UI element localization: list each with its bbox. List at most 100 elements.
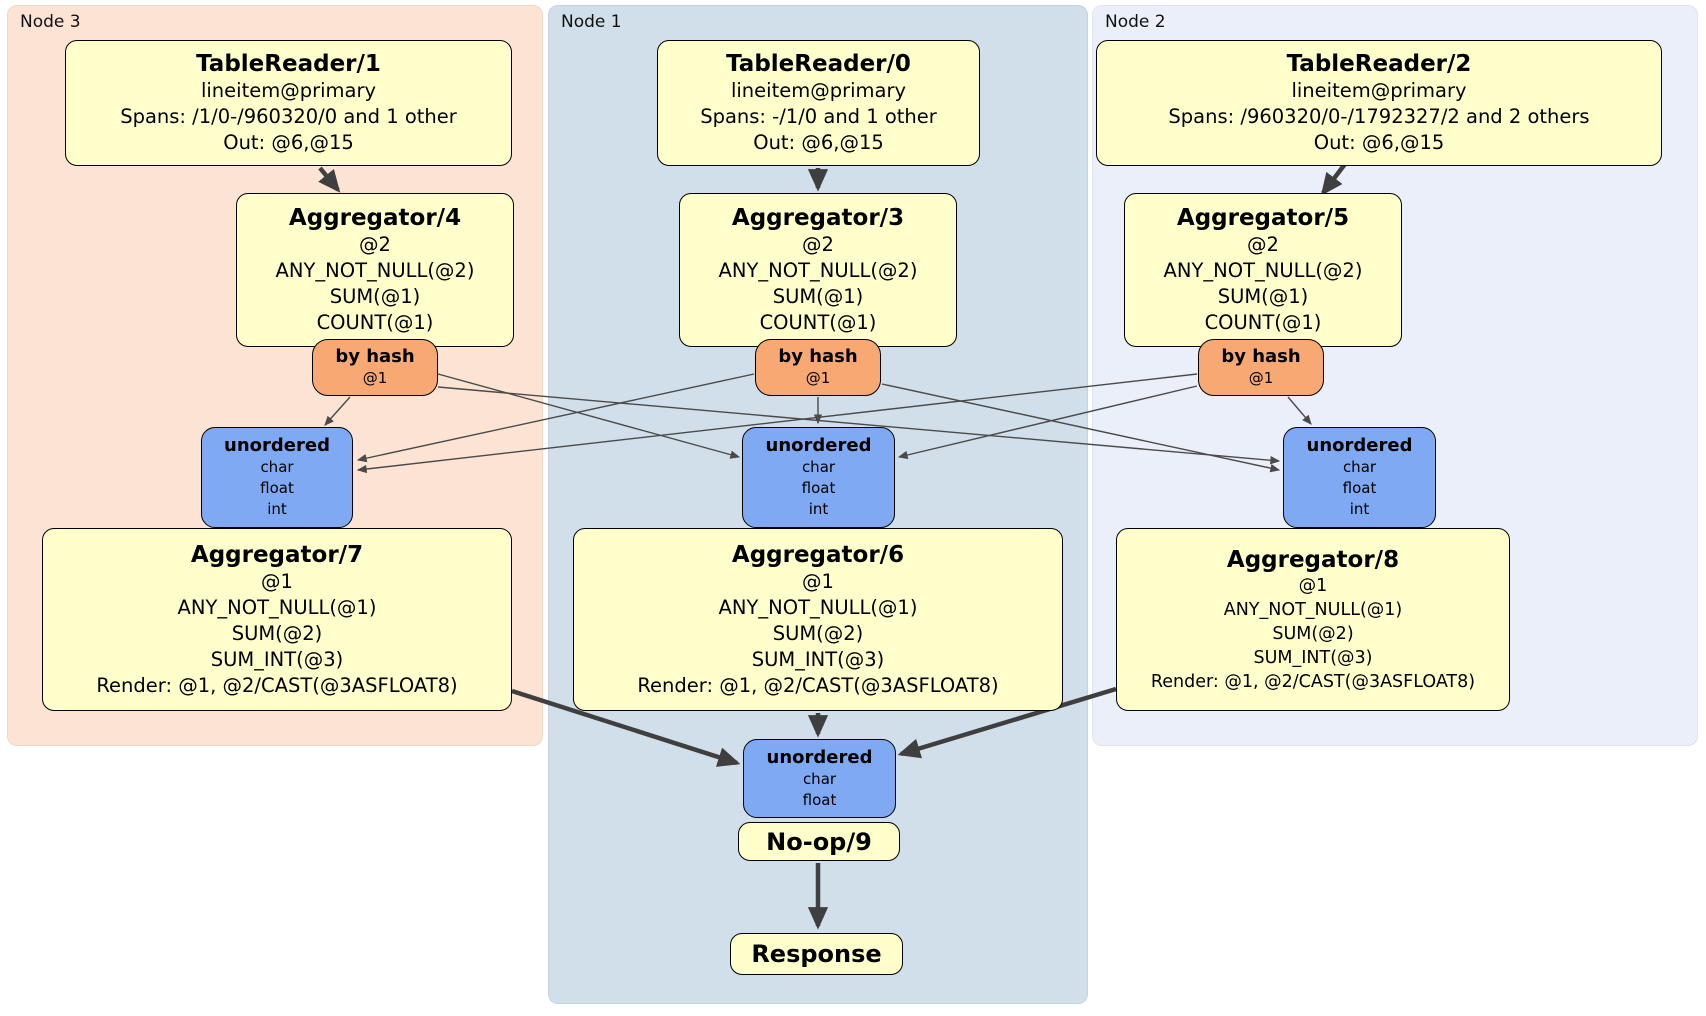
processor-response: Response [730, 933, 903, 975]
sync-column-type: char [802, 769, 837, 788]
processor-title: No-op/9 [766, 827, 872, 856]
processor-title: Aggregator/3 [731, 205, 905, 231]
processor-detail: lineitem@primary [1291, 79, 1467, 102]
sync-column-type: int [808, 500, 829, 518]
sync-column-type: char [260, 458, 294, 476]
router-detail: @1 [805, 369, 831, 387]
processor-detail: Spans: /1/0-/960320/0 and 1 other [120, 105, 457, 128]
edge-hash3-to-un2 [437, 386, 1281, 465]
processor-detail: lineitem@primary [730, 79, 907, 102]
processor-detail: COUNT(@1) [1204, 311, 1322, 334]
edge-hash2-to-un1 [897, 385, 1198, 460]
sync-unordered-final: unordered char float [743, 739, 896, 818]
sync-column-type: float [1342, 479, 1377, 497]
processor-aggregator-5: Aggregator/5 @2 ANY_NOT_NULL(@2) SUM(@1)… [1124, 193, 1402, 347]
edge-hash1-to-un2 [881, 383, 1281, 473]
processor-detail: Render: @1, @2/CAST(@3ASFLOAT8) [96, 673, 458, 697]
processor-detail: SUM(@2) [1272, 623, 1354, 644]
processor-title: Aggregator/6 [731, 541, 905, 568]
panel-node-1-label: Node 1 [561, 12, 622, 32]
processor-aggregator-8: Aggregator/8 @1 ANY_NOT_NULL(@1) SUM(@2)… [1116, 528, 1510, 711]
processor-detail: Out: @6,@15 [753, 131, 884, 154]
router-title: by hash [335, 346, 415, 367]
processor-detail: ANY_NOT_NULL(@2) [1163, 259, 1363, 282]
sync-column-type: int [1349, 500, 1370, 518]
processor-tablereader-0: TableReader/0 lineitem@primary Spans: -/… [657, 40, 980, 166]
processor-title: Aggregator/7 [190, 541, 364, 568]
sync-unordered-node1: unordered char float int [742, 427, 895, 528]
edge-hash3-to-un3 [324, 396, 351, 426]
sync-unordered-node3: unordered char float int [201, 427, 353, 528]
processor-aggregator-7: Aggregator/7 @1 ANY_NOT_NULL(@1) SUM(@2)… [42, 528, 512, 711]
processor-detail: ANY_NOT_NULL(@1) [718, 595, 918, 619]
edge-hash3-to-un1 [437, 373, 741, 459]
processor-detail: SUM_INT(@3) [210, 647, 344, 671]
processor-aggregator-4: Aggregator/4 @2 ANY_NOT_NULL(@2) SUM(@1)… [236, 193, 514, 347]
router-by-hash-node2: by hash @1 [1198, 339, 1324, 396]
processor-tablereader-1: TableReader/1 lineitem@primary Spans: /1… [65, 40, 512, 166]
processor-detail: lineitem@primary [200, 79, 377, 102]
router-by-hash-node3: by hash @1 [312, 339, 438, 396]
processor-title: TableReader/2 [1286, 51, 1472, 77]
processor-detail: ANY_NOT_NULL(@1) [1223, 599, 1403, 620]
processor-aggregator-3: Aggregator/3 @2 ANY_NOT_NULL(@2) SUM(@1)… [679, 193, 957, 347]
sync-column-type: char [801, 458, 836, 476]
processor-detail: SUM_INT(@3) [751, 647, 885, 671]
sync-unordered-node2: unordered char float int [1283, 427, 1436, 528]
panel-node-3-label: Node 3 [20, 12, 81, 32]
edge-agg8-to-final-sync [897, 686, 1117, 759]
processor-detail: Spans: -/1/0 and 1 other [700, 105, 937, 128]
processor-aggregator-6: Aggregator/6 @1 ANY_NOT_NULL(@1) SUM(@2)… [573, 528, 1063, 711]
processor-detail: @1 [802, 569, 834, 593]
processor-noop-9: No-op/9 [738, 822, 900, 861]
processor-detail: SUM(@1) [329, 285, 421, 308]
edge-hash1-to-un3 [356, 373, 755, 463]
edge-hash2-to-un2 [1287, 396, 1312, 425]
processor-detail: COUNT(@1) [759, 311, 877, 334]
edge-tr2-to-agg5 [1320, 162, 1347, 196]
processor-detail: Out: @6,@15 [1313, 131, 1445, 154]
processor-title: Aggregator/5 [1176, 205, 1350, 231]
router-by-hash-node1: by hash @1 [755, 339, 881, 396]
processor-detail: Spans: /960320/0-/1792327/2 and 2 others [1168, 105, 1590, 128]
processor-title: TableReader/1 [196, 51, 381, 77]
processor-detail: Render: @1, @2/CAST(@3ASFLOAT8) [637, 673, 999, 697]
sync-title: unordered [1306, 435, 1413, 456]
processor-tablereader-2: TableReader/2 lineitem@primary Spans: /9… [1096, 40, 1662, 166]
processor-detail: COUNT(@1) [316, 311, 434, 334]
processor-detail: @2 [1247, 233, 1279, 256]
sync-title: unordered [766, 746, 873, 768]
processor-detail: SUM(@2) [772, 621, 864, 645]
sync-column-type: float [801, 479, 836, 497]
edge-hash2-to-un3 [356, 373, 1198, 474]
processor-detail: SUM(@1) [1217, 285, 1309, 308]
sync-column-type: int [267, 500, 287, 518]
sync-column-type: float [802, 790, 837, 809]
processor-detail: Render: @1, @2/CAST(@3ASFLOAT8) [1150, 671, 1476, 692]
processor-title: Aggregator/4 [288, 205, 462, 231]
edge-agg7-to-final-sync [511, 688, 741, 767]
processor-detail: @2 [802, 233, 834, 256]
processor-detail: ANY_NOT_NULL(@1) [177, 595, 377, 619]
processor-detail: Out: @6,@15 [223, 131, 354, 154]
processor-title: Aggregator/8 [1226, 546, 1400, 573]
processor-detail: @1 [1298, 575, 1328, 596]
sync-title: unordered [224, 435, 330, 456]
sync-title: unordered [765, 435, 872, 456]
processor-detail: @2 [359, 233, 391, 256]
processor-title: TableReader/0 [726, 51, 911, 77]
panel-node-2-label: Node 2 [1105, 12, 1166, 32]
router-title: by hash [1221, 346, 1301, 367]
sync-column-type: float [260, 479, 294, 497]
router-detail: @1 [362, 369, 388, 387]
processor-detail: SUM(@2) [231, 621, 323, 645]
processor-detail: @1 [261, 569, 293, 593]
processor-detail: ANY_NOT_NULL(@2) [275, 259, 475, 282]
processor-title: Response [751, 940, 882, 968]
edge-tr1-to-agg4 [318, 166, 341, 193]
router-title: by hash [778, 346, 858, 367]
processor-detail: SUM(@1) [772, 285, 864, 308]
router-detail: @1 [1248, 369, 1274, 387]
